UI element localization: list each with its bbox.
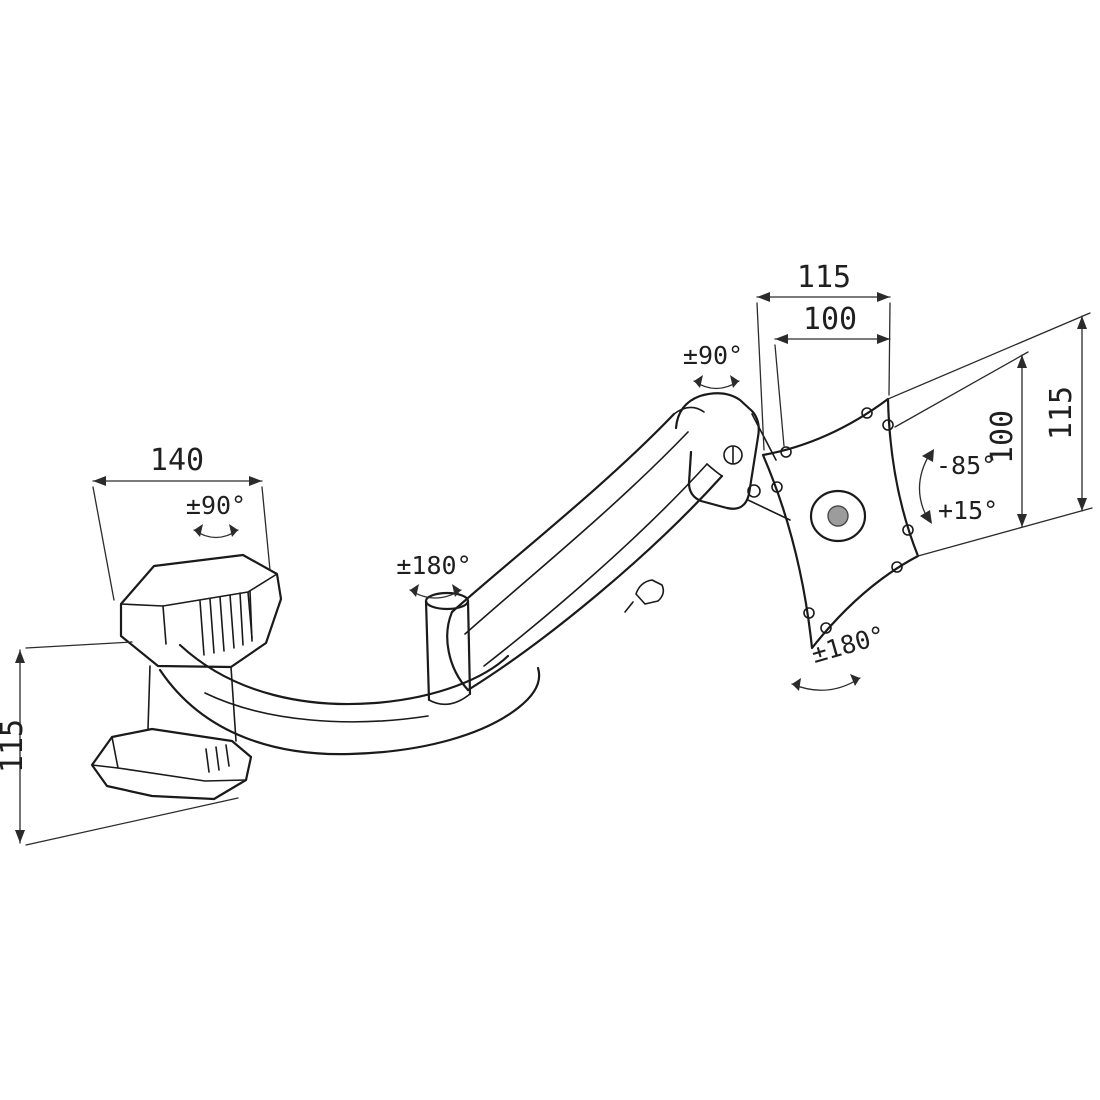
angle-label-base-swivel: ±90°	[186, 491, 246, 520]
head-to-plate-link-bottom	[747, 499, 791, 521]
dim-115-right-ext-top	[887, 312, 1091, 400]
dim-100-top-arrow-right	[877, 334, 890, 344]
head-screw	[723, 445, 743, 465]
elbow-post-cap	[424, 591, 470, 611]
bracket-side-left	[147, 665, 151, 730]
dim-right-ext-bottom-shared	[917, 507, 1093, 557]
labels: 140 ±90° 115 ±180° ±90° 115 100 100 115 …	[0, 260, 1079, 773]
center-bore	[827, 505, 849, 527]
dim-115-right-arrow-top	[1077, 316, 1087, 329]
angle-label-tilt-down: +15°	[938, 496, 998, 525]
bracket-hook-inner-edge	[91, 736, 119, 769]
dim-label-100-right: 100	[985, 410, 1020, 464]
angle-label-plate-swivel: ±180°	[808, 620, 888, 669]
dim-115-top-arrow-right	[877, 292, 890, 302]
rotation-arcs	[193, 375, 934, 691]
lower-arm-bottom-contour	[158, 666, 541, 756]
dim-100-top-arrow-left	[775, 334, 788, 344]
arm-right-cap-top	[673, 406, 705, 415]
vent-ribs	[199, 590, 253, 656]
angle-label-tilt-up: -85°	[936, 451, 996, 480]
dim-100-right-arrow-bottom	[1017, 514, 1027, 527]
plate-swivel-arc	[791, 677, 861, 691]
dim-140-ext-left	[92, 486, 115, 601]
lower-arm	[158, 643, 541, 756]
angle-label-arm-swivel: ±180°	[396, 551, 471, 580]
hook-ribs	[205, 744, 230, 773]
latch-hook	[624, 601, 634, 613]
wall-bracket	[90, 553, 283, 801]
head-pivot	[747, 484, 761, 498]
lower-arm-inner-contour	[204, 692, 429, 723]
elbow-post-left	[424, 599, 431, 702]
bracket-hook-lower-edge	[117, 767, 247, 782]
tilt-head	[674, 392, 791, 521]
arm-band-edge-1	[450, 412, 676, 614]
bracket-block-outline	[119, 553, 283, 669]
bracket-block-top-edge	[120, 573, 278, 607]
elbow-post-right	[466, 599, 472, 696]
dim-label-100-top: 100	[803, 302, 857, 337]
dim-100-right-arrow-top	[1017, 355, 1027, 368]
dim-label-115-right: 115	[1044, 386, 1079, 440]
vesa-mounting-holes	[771, 407, 914, 634]
dimension-lines	[15, 292, 1093, 846]
dim-115-top-arrow-left	[757, 292, 770, 302]
dim-115-top-ext-left	[756, 302, 765, 451]
arm-left-cap	[446, 610, 470, 692]
dim-115-top-ext-right	[888, 302, 891, 396]
head-body	[674, 392, 760, 510]
elbow-joint	[424, 591, 472, 706]
elbow-post-bottom	[428, 693, 471, 706]
dim-115-left-arrow-bottom	[15, 830, 25, 843]
dim-label-115-left: 115	[0, 719, 30, 773]
lower-arm-top-contour	[178, 643, 510, 706]
dim-100-right-ext-top	[894, 351, 1029, 428]
arm-band-edge-4	[466, 474, 724, 692]
release-latch	[635, 579, 665, 605]
dim-100-top-ext-left	[774, 344, 785, 447]
vesa-plate	[761, 397, 920, 650]
arm-right-cap-bottom	[706, 463, 723, 477]
dim-140-ext-right	[261, 486, 271, 571]
dim-115-left-arrow-top	[15, 650, 25, 663]
bracket-block-front-edge	[162, 605, 167, 645]
dim-140-arrow-right	[249, 476, 262, 486]
dim-140-arrow-left	[93, 476, 106, 486]
dim-label-115-top: 115	[797, 260, 851, 295]
gas-spring-arm	[446, 406, 724, 692]
dim-label-140: 140	[150, 443, 204, 478]
dim-115-right-arrow-bottom	[1077, 498, 1087, 511]
arm-band-edge-2	[464, 431, 689, 635]
dim-115-left-ext-top	[25, 641, 133, 649]
bracket-hook-outline	[90, 727, 253, 801]
arm-band-edge-3	[483, 463, 708, 667]
dim-115-left-ext-bottom	[25, 797, 239, 846]
center-boss	[809, 489, 867, 543]
angle-label-head-swivel: ±90°	[683, 341, 743, 370]
